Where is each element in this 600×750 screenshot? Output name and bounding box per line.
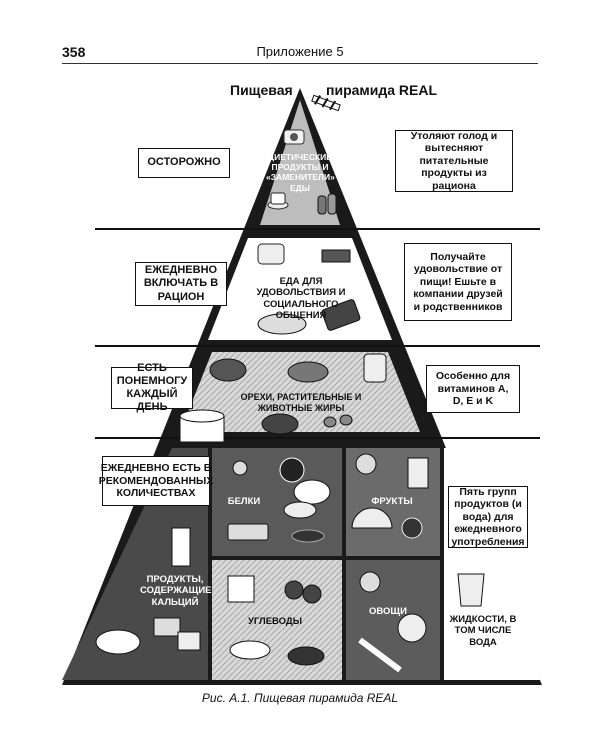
- pyramid-title-left: Пищевая: [230, 82, 293, 98]
- diet-products-icons: [267, 94, 341, 215]
- vegetables-icons: [358, 571, 427, 673]
- label-protein: БЕЛКИ: [227, 496, 261, 507]
- label-diet-products: ДИЕТИЧЕСКИЕ ПРОДУКТЫ И «ЗАМЕНИТЕЛИ» ЕДЫ: [266, 152, 335, 193]
- pyramid-title-right: пирамида REAL: [326, 82, 438, 98]
- label-pleasure-food: ЕДА ДЛЯ УДОВОЛЬСТВИЯ И СОЦИАЛЬНОГО ОБЩЕН…: [256, 276, 346, 322]
- grains-icons: [227, 575, 325, 666]
- note-level-3-left: ЕСТЬ ПОНЕМНОГУ КАЖДЫЙ ДЕНЬ: [111, 362, 193, 413]
- label-calcium: ПРОДУКТЫ, СОДЕРЖАЩИЕ КАЛЬЦИЙ: [140, 574, 212, 608]
- header-rule: [62, 63, 538, 64]
- striped-scarf-icon: [311, 94, 341, 112]
- figure-caption: Рис. А.1. Пищевая пирамида REAL: [201, 691, 399, 705]
- calcium-icons: [95, 527, 201, 655]
- fats-food-icons: [209, 353, 387, 435]
- liquids-icons: [457, 573, 485, 607]
- note-level-4-right: Пять групп продуктов (и вода) для ежедне…: [448, 486, 528, 548]
- fruits-icons: [351, 453, 429, 539]
- note-level-2-left: ЕЖЕДНЕВНО ВКЛЮЧАТЬ В РАЦИОН: [135, 262, 227, 306]
- protein-icons: [227, 457, 331, 543]
- label-vegetables: ОВОЩИ: [369, 606, 407, 617]
- note-level-1-right: Утоляют голод и вытесняют питательные пр…: [395, 130, 513, 192]
- label-nuts-fats: ОРЕХИ, РАСТИТЕЛЬНЫЕ И ЖИВОТНЫЕ ЖИРЫ: [240, 392, 362, 413]
- note-level-1-left: ОСТОРОЖНО: [138, 148, 230, 178]
- label-fruits: ФРУКТЫ: [371, 496, 413, 507]
- note-level-2-right: Получайте удовольствие от пищи! Ешьте в …: [404, 243, 512, 321]
- label-grains: УГЛЕВОДЫ: [247, 616, 303, 627]
- label-liquids: ЖИДКОСТИ, В ТОМ ЧИСЛЕ ВОДА: [449, 614, 517, 648]
- page-number: 358: [62, 44, 86, 60]
- note-level-4-left: ЕЖЕДНЕВНО ЕСТЬ В РЕКОМЕНДОВАННЫХ КОЛИЧЕС…: [99, 456, 213, 506]
- pleasure-food-icons: [257, 243, 361, 335]
- running-header: Приложение 5: [256, 44, 344, 59]
- butter-tub-icon: [179, 409, 225, 443]
- note-level-3-right: Особенно для витаминов А, D, E и K: [426, 365, 520, 413]
